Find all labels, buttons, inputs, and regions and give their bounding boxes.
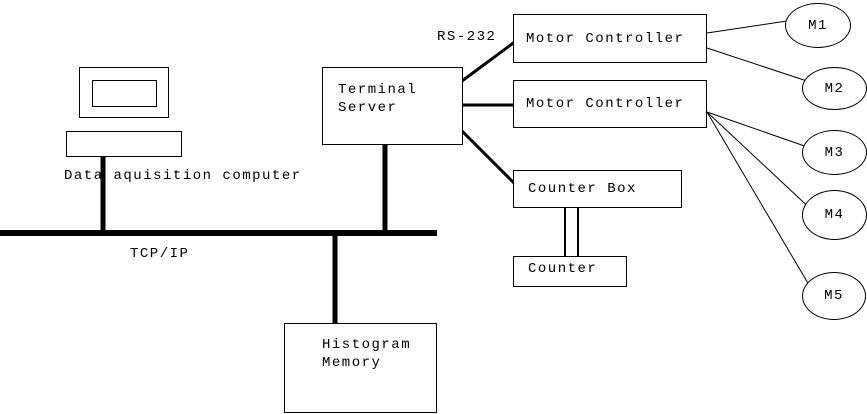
motor-controller-1-label: Motor Controller: [526, 30, 685, 47]
terminal-server-node: Terminal Server: [322, 67, 463, 145]
motor-controller-2-to-m3-line: [706, 111, 817, 151]
data-acquisition-computer-label: Data aquisition computer: [64, 168, 302, 184]
histogram-memory-label-line1: Histogram: [322, 337, 412, 353]
motor-m5-node: M5: [802, 272, 866, 320]
motor-m1-node: M1: [785, 3, 851, 48]
counter-box-label: Counter Box: [528, 181, 637, 197]
terminal-server-to-motor-controller-1-line: [461, 39, 517, 83]
histogram-memory-node: Histogram Memory: [284, 323, 437, 413]
motor-controller-2-to-m4-line: [706, 111, 817, 215]
counter-label: Counter: [528, 261, 598, 277]
motor-m4-node: M4: [802, 190, 867, 240]
motor-controller-1-node: Motor Controller: [513, 14, 707, 63]
histogram-memory-label-line2: Memory: [322, 355, 382, 371]
computer-screen-icon: [92, 80, 157, 107]
terminal-server-label-line2: Server: [338, 100, 398, 116]
terminal-server-to-counter-box-line: [460, 129, 518, 187]
motor-m3-label: M3: [824, 144, 845, 161]
motor-m4-label: M4: [824, 207, 845, 223]
motor-controller-2-node: Motor Controller: [513, 80, 707, 128]
counter-node: Counter: [513, 256, 627, 287]
rs232-protocol-label: RS-232: [437, 29, 497, 45]
motor-m2-label: M2: [824, 80, 845, 97]
computer-keyboard-icon: [66, 131, 182, 157]
motor-controller-1-to-m2-line: [706, 47, 817, 85]
tcpip-bus-label: TCP/IP: [130, 246, 190, 262]
motor-m3-node: M3: [802, 130, 867, 175]
motor-controller-1-to-m1-line: [706, 18, 801, 34]
motor-m5-label: M5: [824, 288, 844, 304]
motor-m2-node: M2: [802, 67, 867, 110]
counter-box-node: Counter Box: [513, 170, 682, 208]
motor-m1-label: M1: [808, 17, 828, 34]
motor-controller-2-to-m5-line: [706, 111, 813, 291]
terminal-server-label-line1: Terminal: [338, 82, 418, 98]
motor-controller-2-label: Motor Controller: [526, 96, 685, 112]
